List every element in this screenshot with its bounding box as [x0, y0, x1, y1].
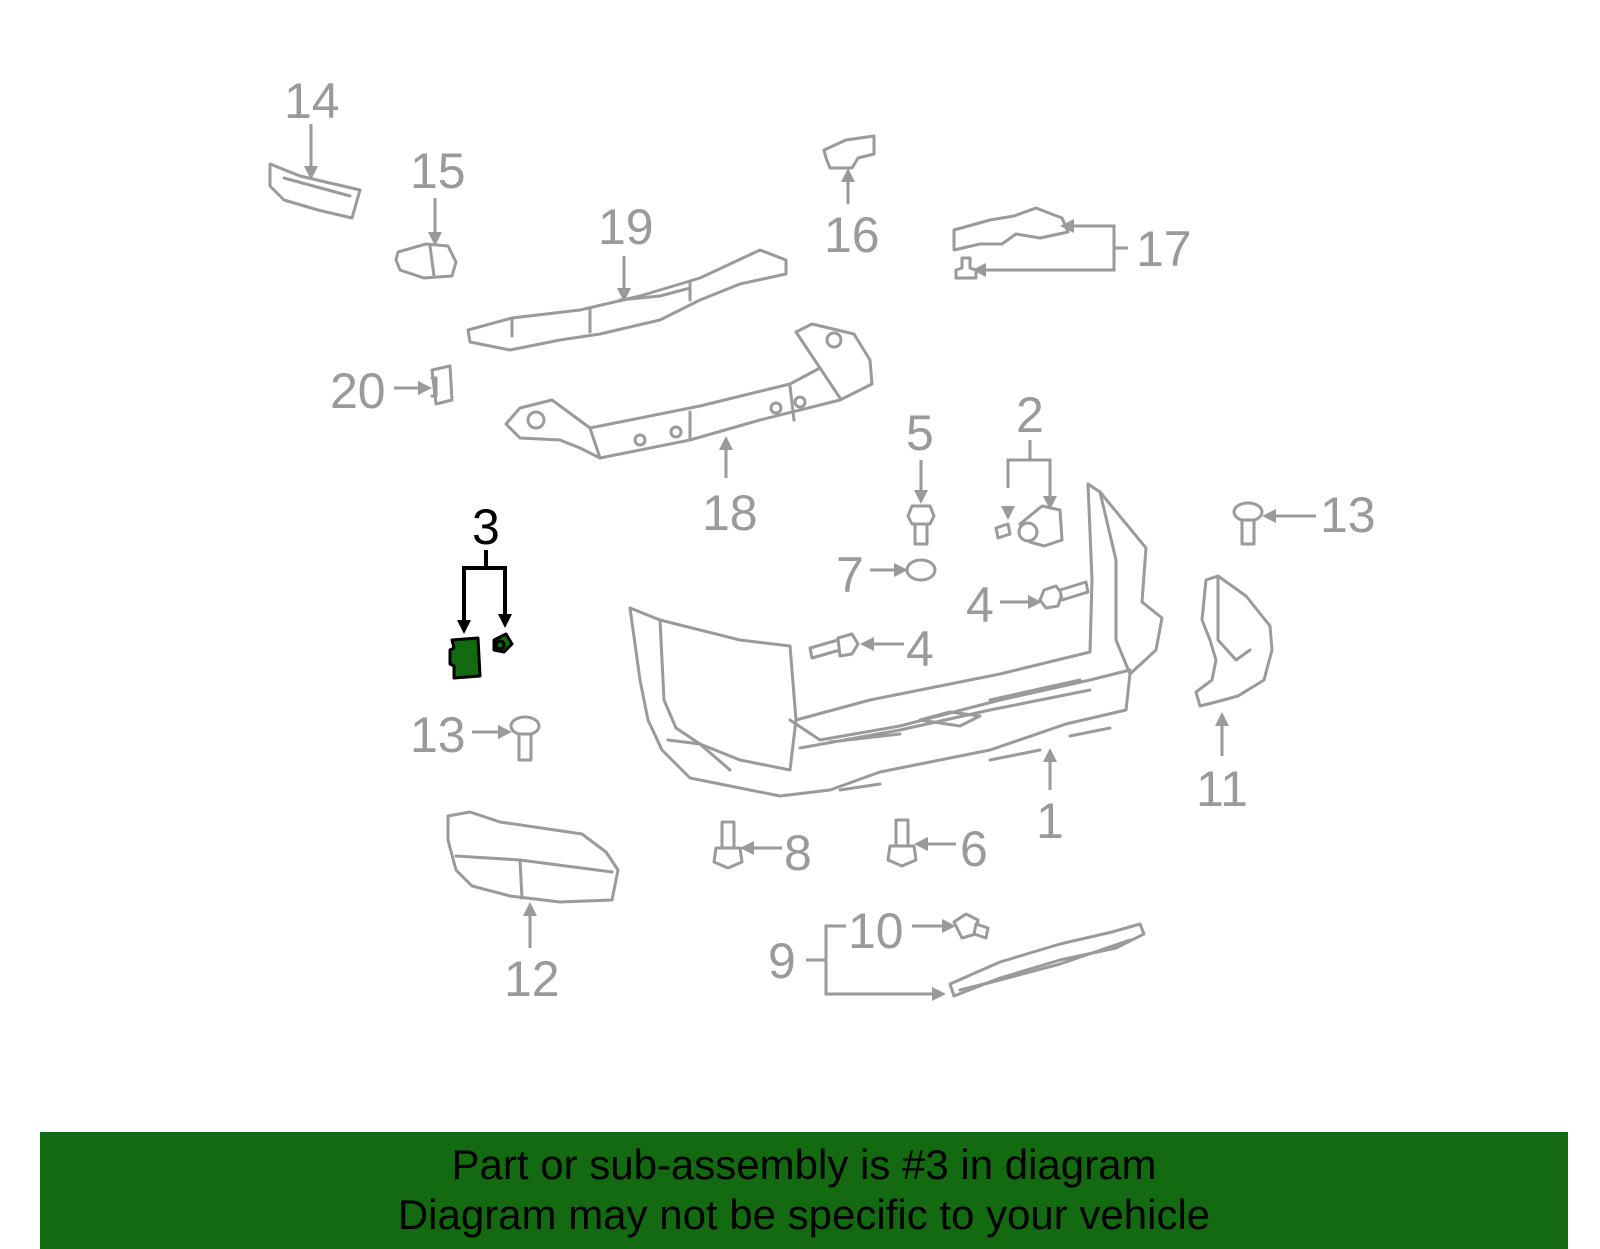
part-14-bracket[interactable] — [268, 162, 362, 220]
leader-4-right — [1000, 595, 1042, 609]
leader-6 — [914, 837, 956, 851]
leader-2 — [1001, 440, 1057, 520]
leader-15 — [428, 198, 442, 246]
part-13-clip-left[interactable] — [509, 715, 541, 762]
leader-9 — [806, 924, 946, 1001]
part-2-sensor[interactable] — [994, 504, 1064, 548]
part-11-side-piece[interactable] — [1194, 574, 1274, 708]
leader-10 — [912, 919, 956, 933]
part-18-beam[interactable] — [504, 322, 874, 460]
leader-17 — [972, 219, 1128, 277]
leader-18 — [719, 436, 733, 478]
part-3-clip[interactable] — [492, 632, 514, 654]
leader-11 — [1215, 712, 1229, 756]
callout-9: 9 — [768, 933, 796, 989]
leader-16 — [841, 168, 855, 204]
callout-10: 10 — [848, 903, 904, 959]
callout-4-left: 4 — [906, 621, 934, 677]
callout-16: 16 — [824, 207, 880, 263]
part-15-clip[interactable] — [394, 242, 458, 280]
banner-line-1: Part or sub-assembly is #3 in diagram — [451, 1141, 1157, 1188]
leader-14 — [304, 124, 318, 180]
callout-5: 5 — [906, 405, 934, 461]
info-banner: Part or sub-assembly is #3 in diagram Di… — [40, 1132, 1568, 1249]
leader-13-left — [472, 725, 512, 739]
leader-7 — [870, 563, 908, 577]
leader-13-right — [1262, 509, 1316, 523]
part-4-bolt-left[interactable] — [808, 632, 860, 660]
callout-15: 15 — [410, 143, 466, 199]
callout-11: 11 — [1196, 761, 1248, 817]
callout-13-right: 13 — [1320, 487, 1376, 543]
banner-line-2: Diagram may not be specific to your vehi… — [397, 1191, 1211, 1238]
callout-8: 8 — [784, 825, 812, 881]
part-19-reinforcement[interactable] — [466, 248, 788, 352]
leader-3 — [457, 550, 512, 634]
leader-4-left — [860, 637, 904, 651]
callout-1: 1 — [1036, 793, 1064, 849]
callout-19: 19 — [598, 199, 654, 255]
leader-12 — [523, 902, 537, 948]
leader-19 — [617, 256, 631, 302]
part-12-side-piece[interactable] — [446, 810, 620, 904]
leader-5 — [914, 460, 928, 504]
leader-8 — [740, 841, 782, 855]
callout-17: 17 — [1136, 221, 1192, 277]
part-5-bolt[interactable] — [906, 504, 936, 546]
part-6-bolt[interactable] — [886, 818, 918, 868]
callout-7: 7 — [836, 547, 864, 603]
part-7-grommet[interactable] — [905, 558, 937, 582]
callout-6: 6 — [960, 821, 988, 877]
callout-13-left: 13 — [410, 707, 466, 763]
callout-2: 2 — [1016, 387, 1044, 443]
part-17-bracket[interactable] — [952, 206, 1070, 280]
callout-18: 18 — [702, 485, 758, 541]
leader-20 — [394, 381, 432, 395]
part-4-bolt-right[interactable] — [1038, 580, 1090, 610]
part-8-bolt[interactable] — [712, 820, 744, 870]
part-16-retainer[interactable] — [822, 134, 876, 170]
part-10-screw[interactable] — [952, 912, 990, 940]
part-3-bracket[interactable] — [448, 636, 482, 680]
part-9-molding[interactable] — [948, 922, 1146, 998]
callout-12: 12 — [504, 951, 560, 1007]
callout-3: 3 — [472, 499, 500, 555]
part-20-clip[interactable] — [430, 364, 454, 406]
callout-14: 14 — [284, 73, 340, 129]
part-13-clip-right[interactable] — [1232, 501, 1264, 546]
callout-4-right: 4 — [966, 577, 994, 633]
callout-20: 20 — [330, 363, 386, 419]
part-1-bumper-cover[interactable] — [628, 482, 1164, 798]
leader-1 — [1043, 748, 1057, 790]
